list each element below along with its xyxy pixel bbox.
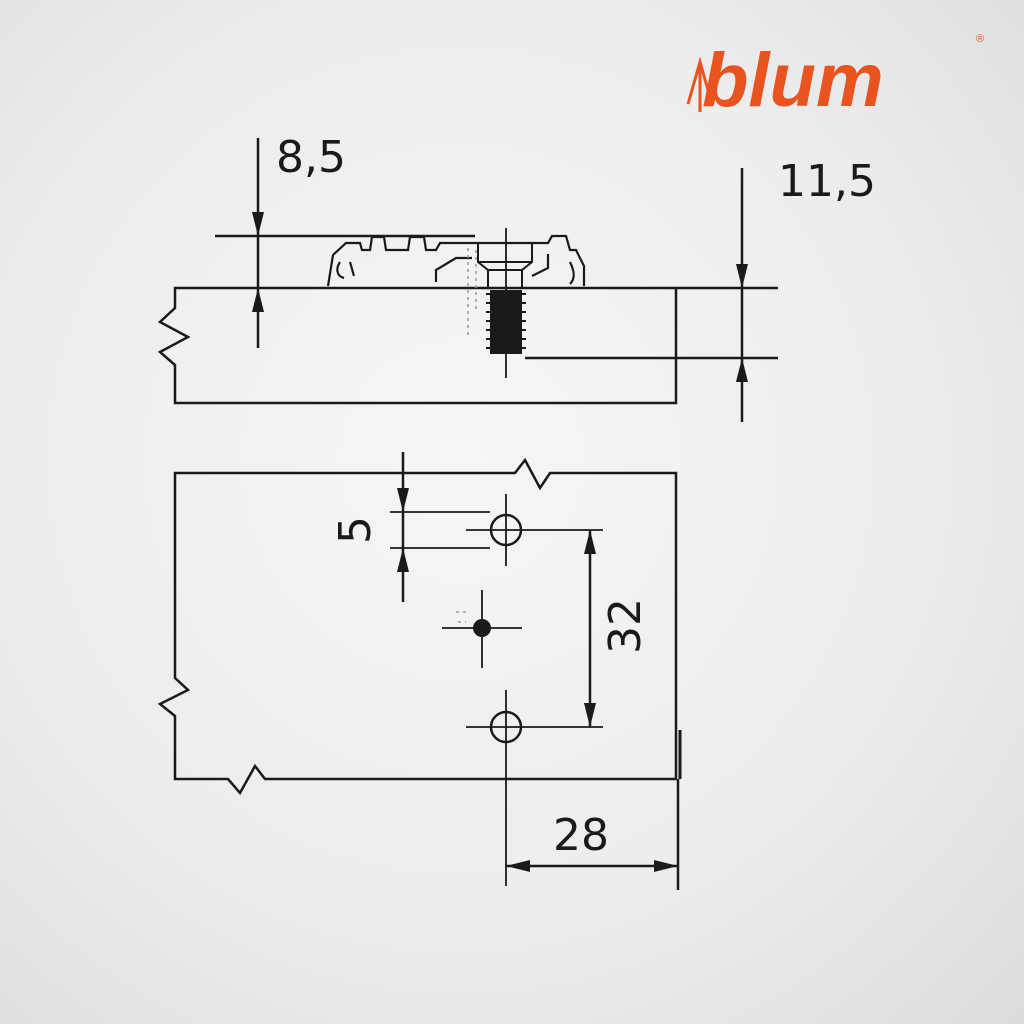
screw-head [477, 243, 533, 288]
logo-arrow-icon [686, 56, 714, 112]
dim-label-5: 5 [330, 516, 381, 544]
arrow-down-icon [397, 488, 409, 512]
dim-label-8-5: 8,5 [276, 132, 346, 183]
arrow-right-icon [654, 860, 678, 872]
front-center-faint [456, 611, 468, 623]
side-view-arrows [252, 212, 748, 382]
dim-label-32: 32 [600, 598, 651, 654]
arrow-down-icon [252, 212, 264, 236]
arrow-left-icon [506, 860, 530, 872]
panel-front-outline [157, 457, 678, 796]
arrow-up-icon [397, 548, 409, 572]
arrow-up-icon [252, 288, 264, 312]
logo-text: blum [702, 38, 884, 123]
arrow-down-icon [584, 703, 596, 727]
side-view [157, 138, 778, 422]
panel-outline [157, 286, 678, 405]
center-point [473, 619, 491, 637]
dim-label-11-5: 11,5 [778, 156, 876, 207]
arrow-up-icon [736, 358, 748, 382]
arrow-down-icon [736, 264, 748, 288]
arrow-up-icon [584, 530, 596, 554]
dim-label-28: 28 [553, 810, 609, 861]
mounting-plate-profile [326, 234, 586, 287]
blum-logo: blum ® [686, 33, 984, 123]
pilot-hole [467, 248, 477, 336]
front-view-marks [397, 488, 678, 872]
registered-mark: ® [976, 33, 984, 45]
